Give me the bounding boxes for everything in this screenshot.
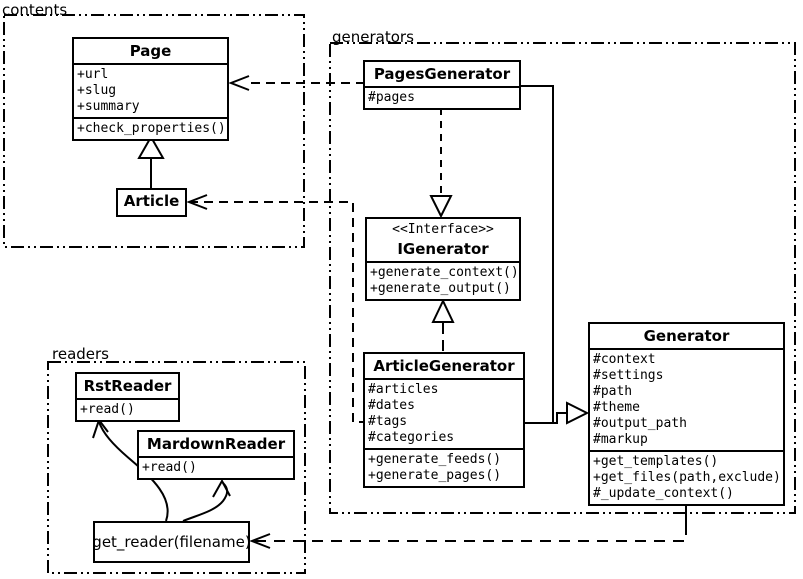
class-page-title: Page: [129, 42, 172, 60]
generators-package-label: generators: [332, 28, 414, 46]
attribute: #theme: [593, 400, 640, 415]
class-page-methods: +check_properties(): [74, 117, 227, 139]
class-article: Article: [116, 188, 187, 217]
dependency-pagesgenerator-to-page: [228, 75, 363, 91]
class-pagesgenerator-title: PagesGenerator: [373, 65, 511, 83]
class-article-title: Article: [123, 192, 180, 210]
get-reader-label: get_reader(filename): [92, 533, 251, 551]
dependency-articlegenerator-to-article: [186, 194, 363, 423]
method: +read(): [142, 460, 197, 475]
method: +get_templates(): [593, 454, 719, 469]
contents-package-label: contents: [2, 1, 68, 19]
class-igenerator: <<Interface>> IGenerator +generate_conte…: [365, 217, 521, 301]
dependency-generator-to-get-reader: [249, 501, 687, 549]
attribute: #tags: [368, 414, 408, 429]
attribute: #articles: [368, 382, 439, 397]
class-igenerator-header: <<Interface>> IGenerator: [367, 219, 519, 261]
inheritance-generators-to-generator: [521, 85, 590, 425]
class-igenerator-title: IGenerator: [397, 240, 489, 258]
class-rstreader-methods: +read(): [77, 398, 178, 420]
class-generator-attributes: #context #settings #path #theme #output_…: [590, 348, 783, 450]
attribute: #output_path: [593, 416, 687, 431]
class-mardownreader-title: MardownReader: [146, 435, 286, 453]
method: +generate_output(): [370, 281, 511, 296]
class-igenerator-methods: +generate_context() +generate_output(): [367, 261, 519, 299]
attribute: #path: [593, 384, 633, 399]
class-articlegenerator-methods: +generate_feeds() +generate_pages(): [365, 448, 523, 486]
method: +generate_context(): [370, 265, 519, 280]
class-page: Page +url +slug +summary +check_properti…: [72, 37, 229, 141]
attribute: #settings: [593, 368, 664, 383]
class-generator-methods: +get_templates() +get_files(path,exclude…: [590, 450, 783, 504]
method: +generate_pages(): [368, 468, 502, 483]
readers-package-label: readers: [52, 345, 109, 363]
method: #_update_context(): [593, 486, 734, 501]
class-generator-title: Generator: [643, 327, 730, 345]
get-reader-function-box: get_reader(filename): [92, 521, 251, 563]
method: +get_files(path,exclude): [593, 470, 781, 485]
class-articlegenerator: ArticleGenerator #articles #dates #tags …: [363, 352, 525, 488]
attribute: #markup: [593, 432, 648, 447]
class-articlegenerator-attributes: #articles #dates #tags #categories: [365, 378, 523, 448]
attribute: #pages: [368, 90, 415, 105]
class-mardownreader: MardownReader +read(): [137, 430, 295, 480]
attribute: #categories: [368, 430, 455, 445]
class-pagesgenerator: PagesGenerator #pages: [363, 60, 521, 110]
class-mardownreader-methods: +read(): [139, 456, 293, 478]
class-articlegenerator-title: ArticleGenerator: [373, 357, 515, 375]
inheritance-article-to-page: [137, 134, 165, 188]
attribute: #dates: [368, 398, 415, 413]
class-rstreader-title: RstReader: [83, 377, 172, 395]
class-page-attributes: +url +slug +summary: [74, 63, 227, 117]
class-generator: Generator #context #settings #path #them…: [588, 322, 785, 506]
class-rstreader: RstReader +read(): [75, 372, 180, 422]
class-pagesgenerator-attributes: #pages: [365, 86, 519, 108]
realization-pagesgenerator-to-igenerator: [429, 108, 453, 219]
realization-articlegenerator-to-igenerator: [431, 298, 455, 351]
method: +generate_feeds(): [368, 452, 502, 467]
arrow-get-reader-to-mardownreader: [182, 478, 231, 522]
attribute: #context: [593, 352, 656, 367]
interface-stereotype: <<Interface>>: [392, 222, 494, 237]
method: +check_properties(): [77, 121, 226, 136]
attribute: +slug: [77, 83, 117, 98]
attribute: +url: [77, 67, 109, 82]
attribute: +summary: [77, 99, 140, 114]
method: +read(): [80, 402, 135, 417]
